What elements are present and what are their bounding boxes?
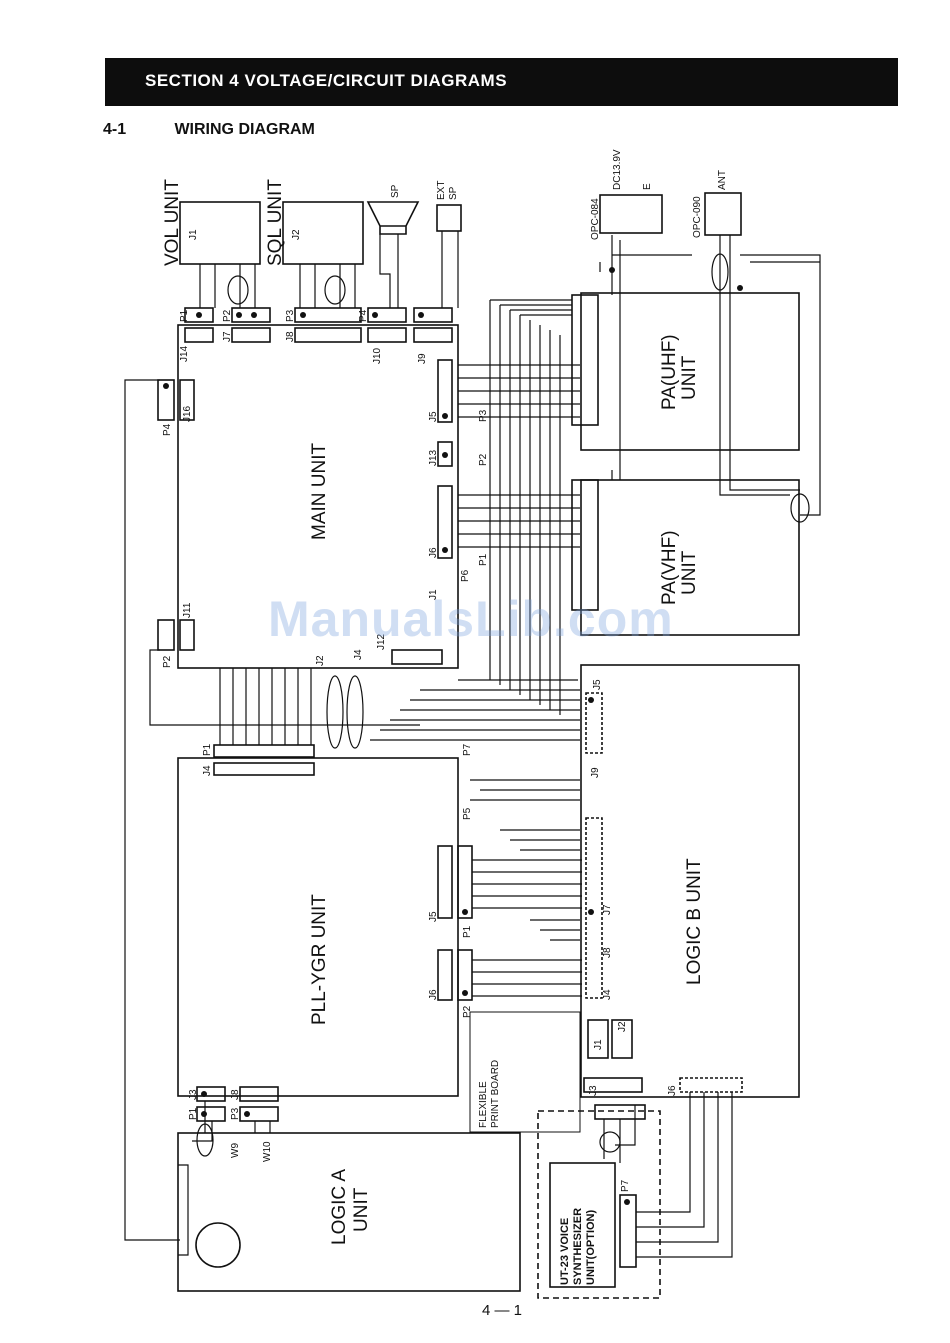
conn-j7b-label: J7 [602, 904, 613, 915]
ut23-label-2: SYNTHESIZER [572, 1208, 584, 1285]
ext-speaker-jack-icon [436, 204, 462, 232]
conn-j11-label: J11 [182, 602, 193, 618]
conn-j5c-label: J5 [592, 679, 603, 690]
vol-unit-label: VOL UNIT [162, 179, 183, 266]
flexible-board [469, 1011, 581, 1133]
conn-p7b-label: P7 [620, 1179, 631, 1192]
logic-a-unit-box [177, 1132, 521, 1292]
main-unit-label: MAIN UNIT [309, 443, 330, 541]
conn-p3-label: P3 [285, 309, 296, 322]
conn-j8c-label: J8 [230, 1089, 241, 1100]
logic-b-unit-label: LOGIC B UNIT [684, 858, 705, 985]
conn-j2-label: J2 [315, 655, 326, 666]
pa-vhf-label-2: UNIT [679, 550, 700, 595]
opc090-box [704, 192, 742, 236]
subsection-number: 4-1 [103, 121, 127, 138]
conn-vol-j1-label: J1 [188, 229, 199, 240]
pa-vhf-label-1: PA(VHF) [659, 530, 680, 605]
pa-uhf-label-1: PA(UHF) [659, 334, 680, 410]
din-connector [195, 1222, 241, 1268]
conn-p1b-label: P1 [478, 553, 489, 566]
logic-a-label-1: LOGIC A [329, 1169, 350, 1245]
conn-j8-label: J8 [285, 331, 296, 342]
page-number: 4 — 1 [482, 1302, 523, 1319]
conn-p3c-label: P3 [230, 1107, 241, 1120]
conn-j6b-label: J6 [428, 989, 439, 1000]
ut23-dashed-border [537, 1110, 661, 1299]
logic-a-label-2: UNIT [351, 1187, 372, 1232]
conn-j7-label: J7 [222, 331, 233, 342]
conn-p4b-label: P4 [162, 423, 173, 436]
conn-p1-label: P1 [179, 309, 190, 322]
conn-p2b-label: P2 [162, 655, 173, 668]
subsection-title: WIRING DIAGRAM [174, 121, 315, 138]
conn-j1b-label: J1 [593, 1039, 604, 1050]
conn-j9b-label: J9 [590, 767, 601, 778]
ut23-unit-box [549, 1162, 616, 1288]
speaker-icon [366, 201, 420, 235]
conn-j5b-label: J5 [428, 911, 439, 922]
section-title: SECTION 4 VOLTAGE/CIRCUIT DIAGRAMS [145, 71, 508, 90]
pa-vhf-unit-box [580, 479, 800, 636]
conn-p4-label: P4 [358, 309, 369, 322]
conn-w10-label: W10 [262, 1141, 273, 1162]
conn-j14-label: J14 [179, 345, 190, 362]
flex-label-1: FLEXIBLE [478, 1081, 489, 1128]
conn-sql-j2-label: J2 [291, 229, 302, 240]
pa-uhf-unit-box [580, 292, 800, 451]
conn-j9-label: J9 [417, 353, 428, 364]
conn-p2d-label: P2 [462, 1005, 473, 1018]
pll-unit-label: PLL-YGR UNIT [309, 894, 330, 1025]
conn-j4-label: J4 [353, 649, 364, 660]
conn-p2c-label: P2 [478, 453, 489, 466]
opc084-box [599, 194, 663, 234]
conn-p1c-label: P1 [202, 743, 213, 756]
conn-p5-label: P5 [462, 807, 473, 820]
conn-j2b-label: J2 [617, 1021, 628, 1032]
watermark: ManualsLib.com [268, 591, 674, 647]
pa-uhf-label-2: UNIT [679, 355, 700, 400]
ut23-label-1: UT-23 VOICE [559, 1218, 571, 1285]
conn-j12-label: J12 [376, 633, 387, 650]
conn-p1e-label: P1 [188, 1107, 199, 1120]
ant-label: ANT [717, 170, 728, 190]
conn-j16-label: J16 [182, 405, 193, 422]
conn-j3-label: J3 [588, 1085, 599, 1096]
conn-j6-label: J6 [428, 547, 439, 558]
sql-unit-label: SQL UNIT [265, 179, 286, 266]
conn-j13-label: J13 [428, 449, 439, 466]
sp-label: SP [390, 184, 401, 198]
conn-p6-label: P6 [460, 569, 471, 582]
conn-j5-label: J5 [428, 411, 439, 422]
opc084-label: OPC-084 [590, 198, 601, 240]
subsection-heading: 4-1 WIRING DIAGRAM [103, 121, 315, 139]
conn-j10-label: J10 [372, 347, 383, 364]
vol-unit-box [179, 201, 261, 265]
flex-label-2: PRINT BOARD [490, 1060, 501, 1128]
conn-j4b-label: J4 [202, 765, 213, 776]
dc-label: DC13.9V [612, 149, 623, 190]
section-banner: SECTION 4 VOLTAGE/CIRCUIT DIAGRAMS [105, 58, 898, 106]
conn-j4c-label: J4 [602, 989, 613, 1000]
conn-j3b-label: J3 [188, 1089, 199, 1100]
conn-j6c-label: J6 [667, 1085, 678, 1096]
conn-p1d-label: P1 [462, 925, 473, 938]
conn-p2-label: P2 [222, 309, 233, 322]
conn-j1-label: J1 [428, 589, 439, 600]
conn-j8b-label: J8 [602, 947, 613, 958]
pll-unit-box [177, 757, 459, 1097]
opc090-label: OPC-090 [692, 196, 703, 238]
ut23-label-3: UNIT(OPTION) [585, 1210, 597, 1285]
sql-unit-box [282, 201, 364, 265]
ext-sp-label-2: SP [448, 186, 459, 200]
ext-sp-label-1: EXT [436, 181, 447, 200]
main-unit-box [177, 324, 459, 669]
e-label: E [642, 183, 653, 190]
conn-p7-label: P7 [462, 743, 473, 756]
conn-p3b-label: P3 [478, 409, 489, 422]
conn-w9-label: W9 [230, 1143, 241, 1158]
